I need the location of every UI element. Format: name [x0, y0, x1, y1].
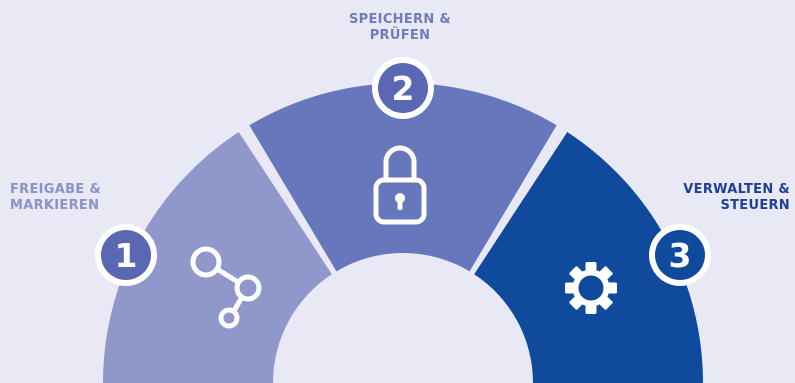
step-label-3-line1: VERWALTEN & — [683, 182, 790, 197]
step-label-1-line2: MARKIEREN — [10, 198, 100, 213]
step-number-1: 1 — [115, 236, 138, 275]
step-badge-3: 3 — [649, 224, 711, 286]
step-badge-1: 1 — [95, 224, 157, 286]
padlock-icon — [373, 145, 427, 225]
step-label-verwalten: VERWALTEN & STEUERN — [600, 182, 790, 214]
step-number-2: 2 — [392, 69, 415, 108]
step-label-speichern: SPEICHERN & PRÜFEN — [300, 12, 500, 44]
step-label-2-line2: PRÜFEN — [369, 28, 431, 43]
step-badge-2: 2 — [372, 57, 434, 119]
step-label-1-line1: FREIGABE & — [10, 182, 101, 197]
step-label-freigabe: FREIGABE & MARKIEREN — [10, 182, 101, 214]
segment-verwalten — [474, 131, 703, 383]
share-nodes-icon — [190, 246, 262, 329]
step-number-3: 3 — [669, 236, 692, 275]
step-label-2-line1: SPEICHERN & — [349, 12, 451, 27]
segment-speichern — [249, 82, 557, 272]
step-label-3-line2: STEUERN — [720, 198, 790, 213]
gear-icon — [565, 262, 617, 314]
